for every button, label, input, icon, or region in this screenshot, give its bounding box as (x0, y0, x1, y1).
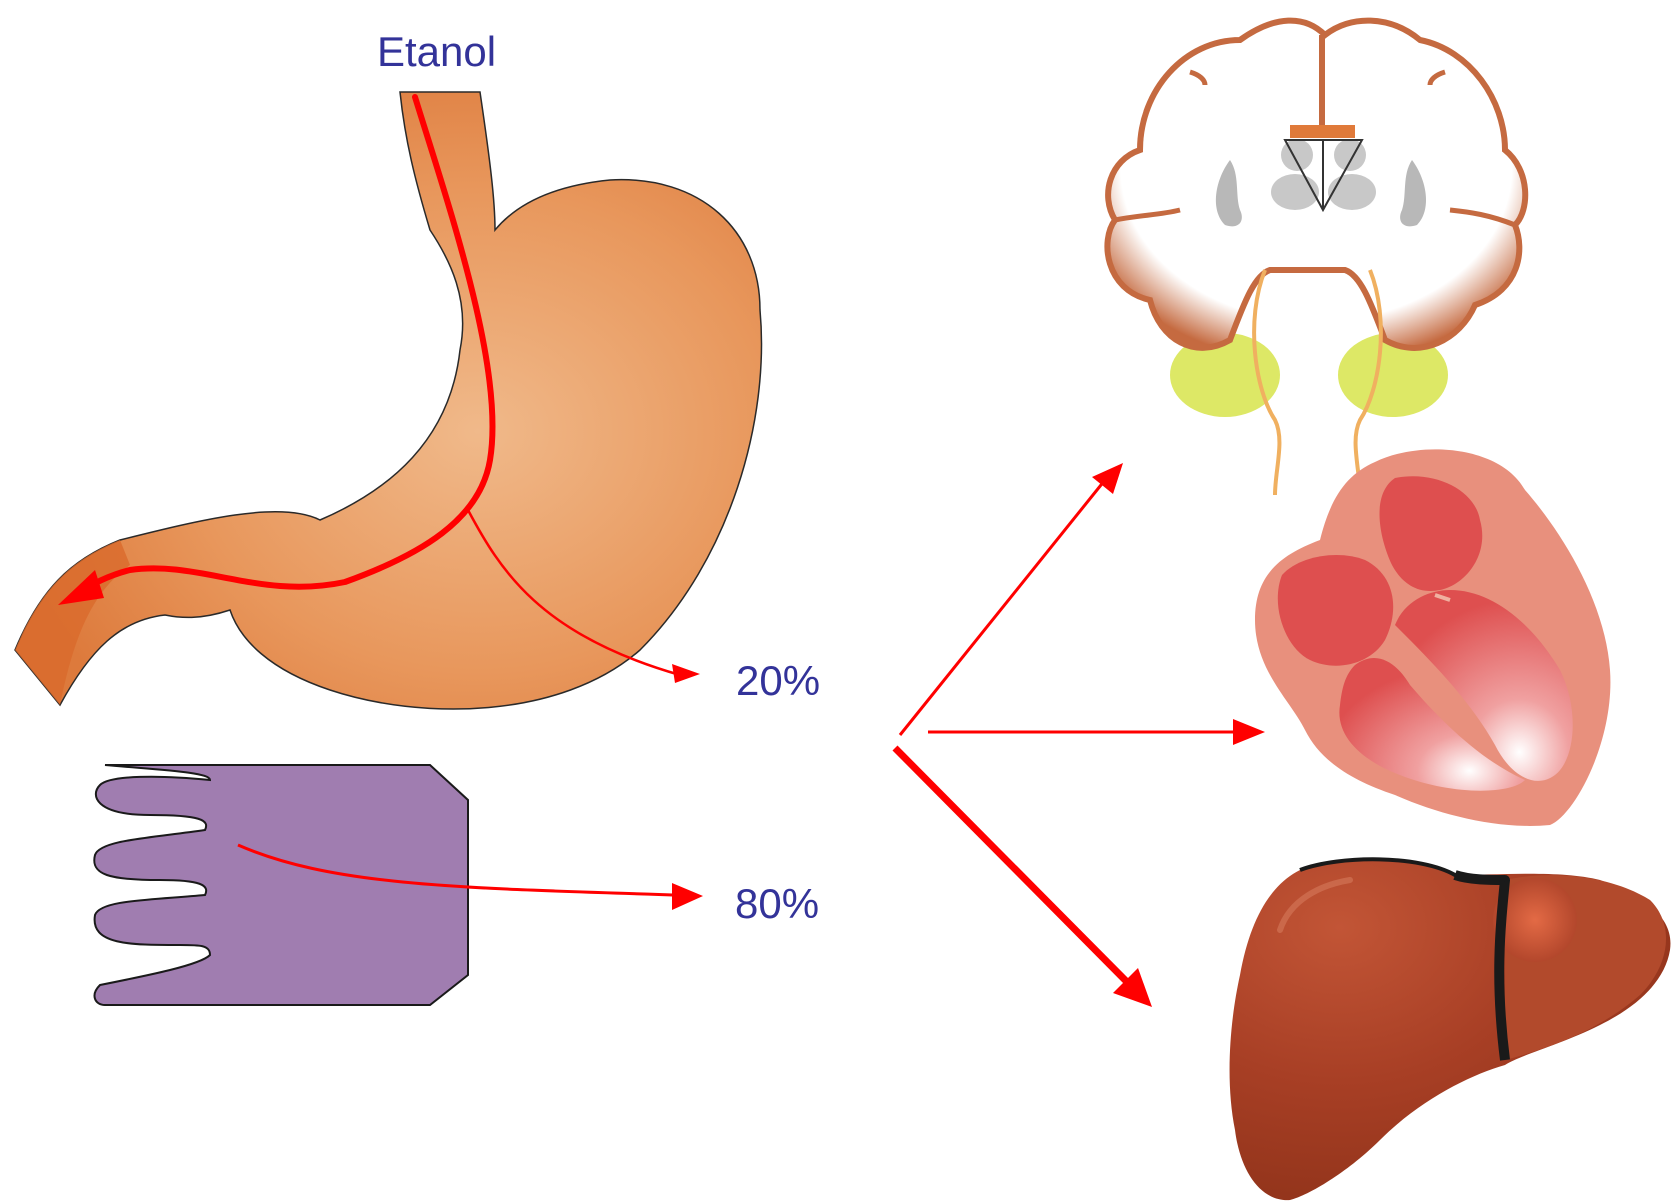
arrow-to-brain (900, 480, 1105, 735)
stomach-percent-label: 20% (736, 657, 820, 704)
ethanol-label: Etanol (377, 28, 496, 75)
arrow-to-liver (895, 748, 1130, 985)
intestine-percent-label: 80% (735, 880, 819, 927)
brain-icon (1107, 21, 1525, 495)
heart-icon (1255, 449, 1610, 826)
arrow-to-heart-head (1233, 719, 1265, 745)
stomach-icon (15, 92, 762, 709)
distribution-arrows (895, 463, 1265, 1007)
liver-icon (1230, 859, 1671, 1200)
intestine-villi-icon (94, 765, 468, 1005)
